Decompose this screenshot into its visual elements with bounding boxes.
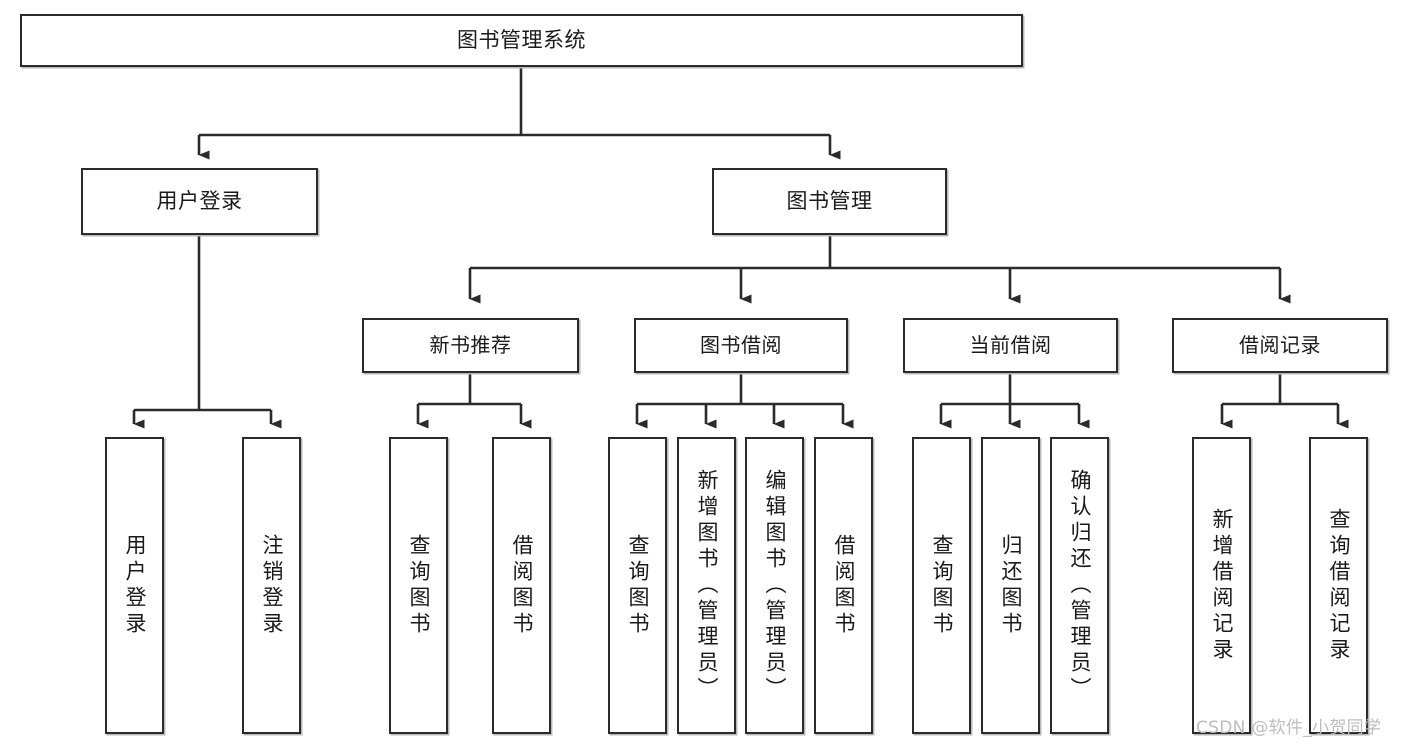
node-label: 借阅图书 xyxy=(832,533,856,638)
node-book-management[interactable]: 图书管理 xyxy=(712,168,947,235)
leaf-add-borrow-record[interactable]: 新增借阅记录 xyxy=(1192,437,1251,734)
node-user-login[interactable]: 用户登录 xyxy=(81,168,318,235)
leaf-confirm-return-admin[interactable]: 确认归还（管理员） xyxy=(1050,437,1109,734)
node-label: 查询图书 xyxy=(930,533,954,638)
node-label: 归还图书 xyxy=(999,533,1023,638)
node-label: 注销登录 xyxy=(260,533,284,638)
leaf-borrow-book[interactable]: 借阅图书 xyxy=(814,437,873,734)
leaf-add-book-admin[interactable]: 新增图书（管理员） xyxy=(677,437,736,734)
leaf-borrow-book-recommend[interactable]: 借阅图书 xyxy=(492,437,551,734)
node-label: 图书管理系统 xyxy=(457,28,586,53)
leaf-edit-book-admin[interactable]: 编辑图书（管理员） xyxy=(745,437,804,734)
node-label: 新增借阅记录 xyxy=(1210,507,1234,664)
node-label: 当前借阅 xyxy=(969,332,1052,357)
node-label: 编辑图书（管理员） xyxy=(763,468,787,703)
leaf-logout[interactable]: 注销登录 xyxy=(242,437,301,734)
leaf-query-book-current[interactable]: 查询图书 xyxy=(912,437,971,734)
node-label: 查询借阅记录 xyxy=(1327,507,1351,664)
node-root-book-management-system[interactable]: 图书管理系统 xyxy=(20,14,1023,67)
leaf-query-book-borrow[interactable]: 查询图书 xyxy=(608,437,667,734)
node-new-book-recommend[interactable]: 新书推荐 xyxy=(362,318,579,373)
node-label: 借阅图书 xyxy=(510,533,534,638)
node-label: 借阅记录 xyxy=(1239,332,1321,357)
node-current-borrow[interactable]: 当前借阅 xyxy=(903,318,1118,373)
node-borrow-record[interactable]: 借阅记录 xyxy=(1172,318,1388,373)
leaf-query-book-recommend[interactable]: 查询图书 xyxy=(389,437,448,734)
node-label: 图书管理 xyxy=(786,189,873,214)
csdn-watermark: CSDN @软件_小贺同学 xyxy=(1196,718,1382,738)
leaf-user-login[interactable]: 用户登录 xyxy=(105,437,164,734)
node-label: 用户登录 xyxy=(123,533,147,638)
node-label: 确认归还（管理员） xyxy=(1068,468,1092,703)
node-book-borrow[interactable]: 图书借阅 xyxy=(634,318,848,373)
leaf-return-book[interactable]: 归还图书 xyxy=(981,437,1040,734)
node-label: 查询图书 xyxy=(407,533,431,638)
node-label: 图书借阅 xyxy=(700,332,782,357)
leaf-query-borrow-record[interactable]: 查询借阅记录 xyxy=(1309,437,1368,734)
node-label: 用户登录 xyxy=(156,189,243,214)
node-label: 新增图书（管理员） xyxy=(695,468,719,703)
node-label: 新书推荐 xyxy=(429,332,512,357)
node-label: 查询图书 xyxy=(626,533,650,638)
